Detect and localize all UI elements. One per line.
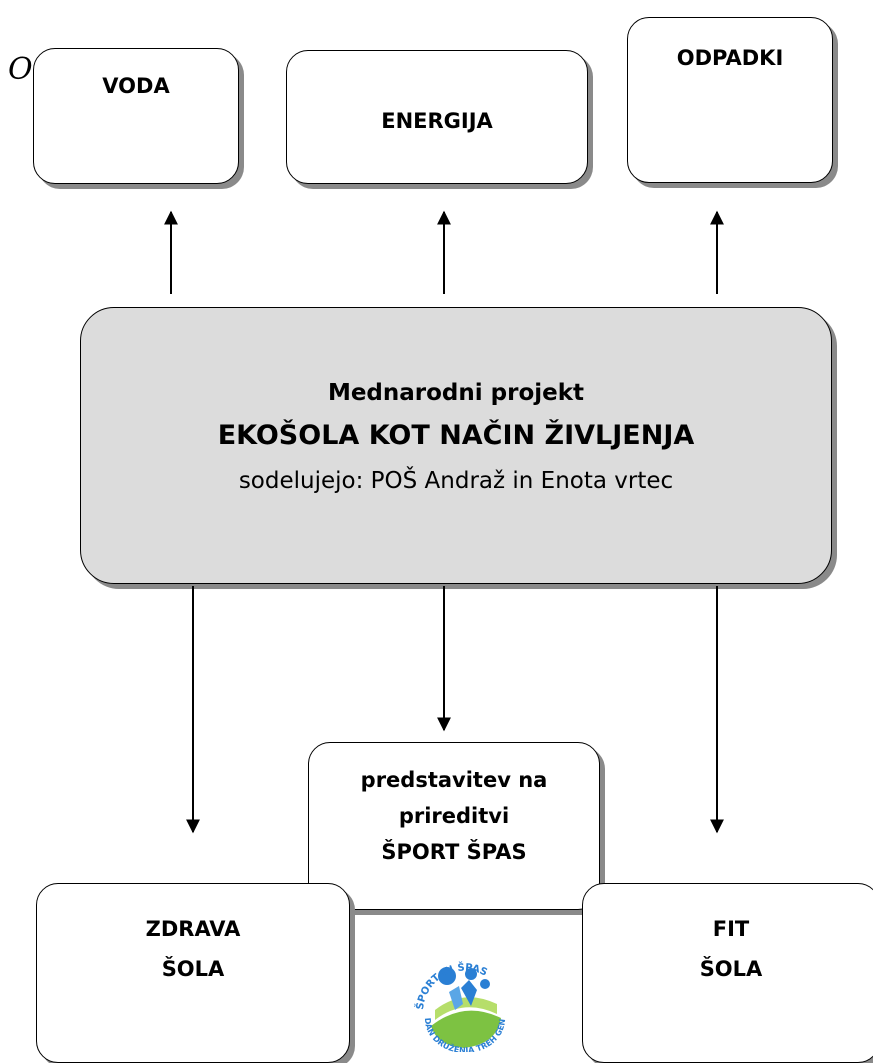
fit-sola-box: FIT ŠOLA: [582, 883, 873, 1063]
voda-box: VODA: [33, 48, 239, 184]
stray-mark: O: [8, 52, 33, 87]
project-box: Mednarodni projekt EKOŠOLA KOT NAČIN ŽIV…: [80, 307, 832, 584]
event-box: predstavitev na prireditvi ŠPORT ŠPAS: [308, 742, 600, 910]
odpadki-box: ODPADKI: [627, 17, 833, 183]
event-line-2: prireditvi: [398, 804, 510, 828]
zdrava-line-2: ŠOLA: [161, 957, 225, 981]
project-subtitle: Mednarodni projekt: [327, 380, 585, 406]
odpadki-label: ODPADKI: [676, 46, 784, 70]
project-participants: sodelujejo: POŠ Andraž in Enota vrtec: [238, 468, 674, 494]
energija-label: ENERGIJA: [381, 109, 493, 133]
voda-label: VODA: [102, 74, 170, 98]
energija-box: ENERGIJA: [286, 50, 588, 184]
zdrava-sola-box: ZDRAVA ŠOLA: [36, 883, 350, 1063]
sport-spas-logo-icon: ŠPORT IN ŠPAS DAN DRUŽENJA TREH GENERACI…: [405, 948, 507, 1052]
event-line-3: ŠPORT ŠPAS: [381, 840, 527, 864]
zdrava-line-1: ZDRAVA: [145, 917, 241, 941]
fit-line-1: FIT: [712, 917, 750, 941]
project-title: EKOŠOLA KOT NAČIN ŽIVLJENJA: [217, 420, 695, 451]
fit-line-2: ŠOLA: [699, 957, 763, 981]
event-line-1: predstavitev na: [360, 768, 548, 792]
